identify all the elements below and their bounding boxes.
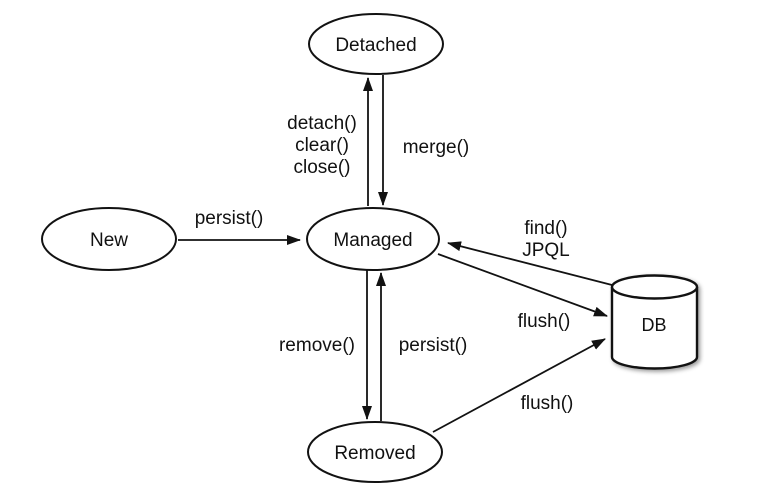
edge-label-find: find(): [524, 218, 567, 239]
edge-label-merge: merge(): [403, 137, 470, 158]
db-cylinder-top: [610, 274, 699, 300]
node-new: New: [41, 207, 177, 271]
node-managed: Managed: [306, 207, 440, 271]
edge-label-remove: remove(): [279, 335, 355, 356]
edge-label-close: close(): [293, 157, 350, 178]
managed-label: Managed: [333, 230, 412, 251]
node-detached: Detached: [308, 13, 444, 75]
edge-label-jpql: JPQL: [522, 240, 570, 261]
node-db: DB: [610, 274, 699, 370]
db-cylinder-body: [610, 287, 699, 370]
edges: [178, 75, 613, 433]
edge-label-clear: clear(): [295, 135, 349, 156]
edge-label-flush-managed: flush(): [518, 311, 571, 332]
new-ellipse: [41, 207, 177, 271]
edge-labels: persist() detach() clear() close() merge…: [195, 113, 574, 414]
edge-label-persist-new: persist(): [195, 208, 264, 229]
detached-label: Detached: [335, 35, 416, 56]
new-label: New: [90, 230, 128, 251]
node-removed: Removed: [307, 421, 443, 483]
removed-label: Removed: [334, 443, 415, 464]
managed-ellipse: [306, 207, 440, 271]
arrow-db-to-managed: [447, 241, 613, 286]
db-label: DB: [641, 315, 666, 335]
arrow-removed-to-db: [432, 338, 606, 433]
edge-label-flush-removed: flush(): [521, 393, 574, 414]
detached-ellipse: [308, 13, 444, 75]
removed-ellipse: [307, 421, 443, 483]
edge-label-detach: detach(): [287, 113, 357, 134]
arrow-managed-to-db: [437, 253, 608, 317]
edge-label-persist-removed: persist(): [399, 335, 468, 356]
